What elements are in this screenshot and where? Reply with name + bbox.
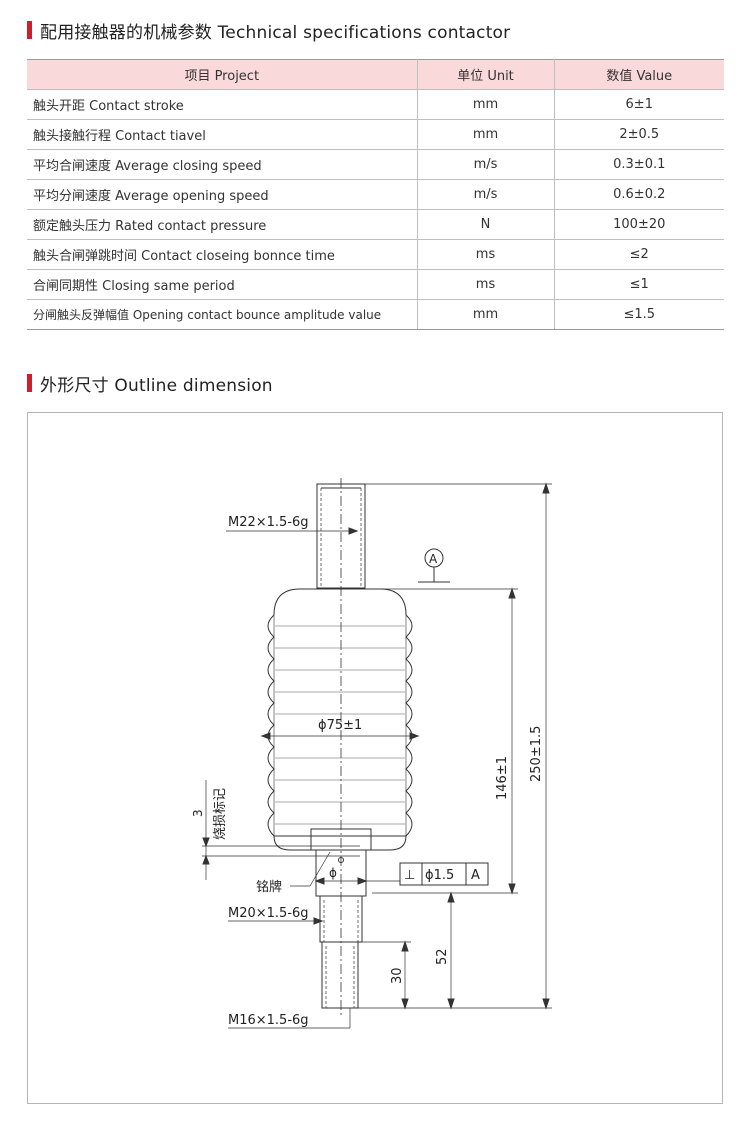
cell-value: 2±0.5 [554,119,724,150]
tolerance-datum: A [471,868,480,883]
body-bottom-cap [273,835,407,851]
cell-value: 100±20 [554,209,724,240]
cell-value: 6±1 [554,89,724,120]
top-stud [316,483,366,589]
table-row: 额定触头压力 Rated contact pressure N 100±20 [27,209,724,240]
wear-mark-text: 烧损标记 [213,788,228,840]
cell-unit: m/s [417,149,555,180]
dim-30-label: 30 [390,967,405,984]
cell-unit: N [417,209,555,240]
outline-title-text: 外形尺寸 Outline dimension [40,375,273,396]
cell-project: 触头合闸弹跳时间 Contact closeing bonnce time [27,239,418,270]
table-row: 分闸触头反弹幅值 Opening contact bounce amplitud… [27,299,724,330]
cell-project: 触头接触行程 Contact tiavel [27,119,418,150]
table-row: 平均分闸速度 Average opening speed m/s 0.6±0.2 [27,179,724,210]
outline-section-title: 外形尺寸 Outline dimension [27,372,273,396]
datum-a-label: A [429,552,438,566]
spec-section-title: 配用接触器的机械参数 Technical specifications cont… [27,19,511,43]
cell-project: 平均分闸速度 Average opening speed [27,179,418,210]
tolerance-symbol: ⊥ [404,868,415,883]
title-accent-bar [27,374,32,392]
spec-table-header: 项目 Project 单位 Unit 数值 Value [27,59,724,90]
mid-thread-label: M20×1.5-6g [228,906,309,921]
cell-value: ≤1 [554,269,724,300]
title-accent-bar [27,21,32,39]
cell-project: 分闸触头反弹幅值 Opening contact bounce amplitud… [27,299,418,330]
cell-unit: ms [417,269,555,300]
nameplate-label: 铭牌 [256,879,282,895]
tolerance-frame [399,862,489,886]
column-header-project: 项目 Project [27,59,418,90]
cell-project: 触头开距 Contact stroke [27,89,418,120]
cell-value: 0.3±0.1 [554,149,724,180]
diameter-label: ϕ75±1 [318,718,362,733]
spec-table: 项目 Project 单位 Unit 数值 Value 触头开距 Contact… [27,59,724,330]
table-row: 触头合闸弹跳时间 Contact closeing bonnce time ms… [27,239,724,270]
table-row: 触头开距 Contact stroke mm 6±1 [27,89,724,120]
table-row: 触头接触行程 Contact tiavel mm 2±0.5 [27,119,724,150]
top-thread-label: M22×1.5-6g [228,515,309,530]
dim-146-label: 146±1 [495,756,510,800]
spec-title-text: 配用接触器的机械参数 Technical specifications cont… [40,22,511,43]
cell-value: 0.6±0.2 [554,179,724,210]
dim-52-label: 52 [435,948,450,965]
cell-unit: m/s [417,179,555,210]
cell-unit: mm [417,119,555,150]
dim-250-label: 250±1.5 [529,726,544,782]
cell-project: 合闸同期性 Closing same period [27,269,418,300]
bottom-stud [321,941,359,1009]
cell-value: ≤1.5 [554,299,724,330]
wear-mark-value: 3 [191,809,205,817]
column-header-value: 数值 Value [553,59,724,90]
cell-project: 平均合闸速度 Average closing speed [27,149,418,180]
insulator-body [267,614,413,837]
cell-unit: ms [417,239,555,270]
body-top-cap [273,588,407,616]
cell-unit: mm [417,89,555,120]
cell-unit: mm [417,299,555,330]
cell-project: 额定触头压力 Rated contact pressure [27,209,418,240]
cell-value: ≤2 [554,239,724,270]
drawing-frame [27,412,723,1104]
tolerance-value: ϕ1.5 [425,868,454,883]
table-row: 平均合闸速度 Average closing speed m/s 0.3±0.1 [27,149,724,180]
bottom-thread-label: M16×1.5-6g [228,1013,309,1028]
phi-label: ϕ [329,866,337,880]
table-row: 合闸同期性 Closing same period ms ≤1 [27,269,724,300]
column-header-unit: 单位 Unit [416,59,555,90]
